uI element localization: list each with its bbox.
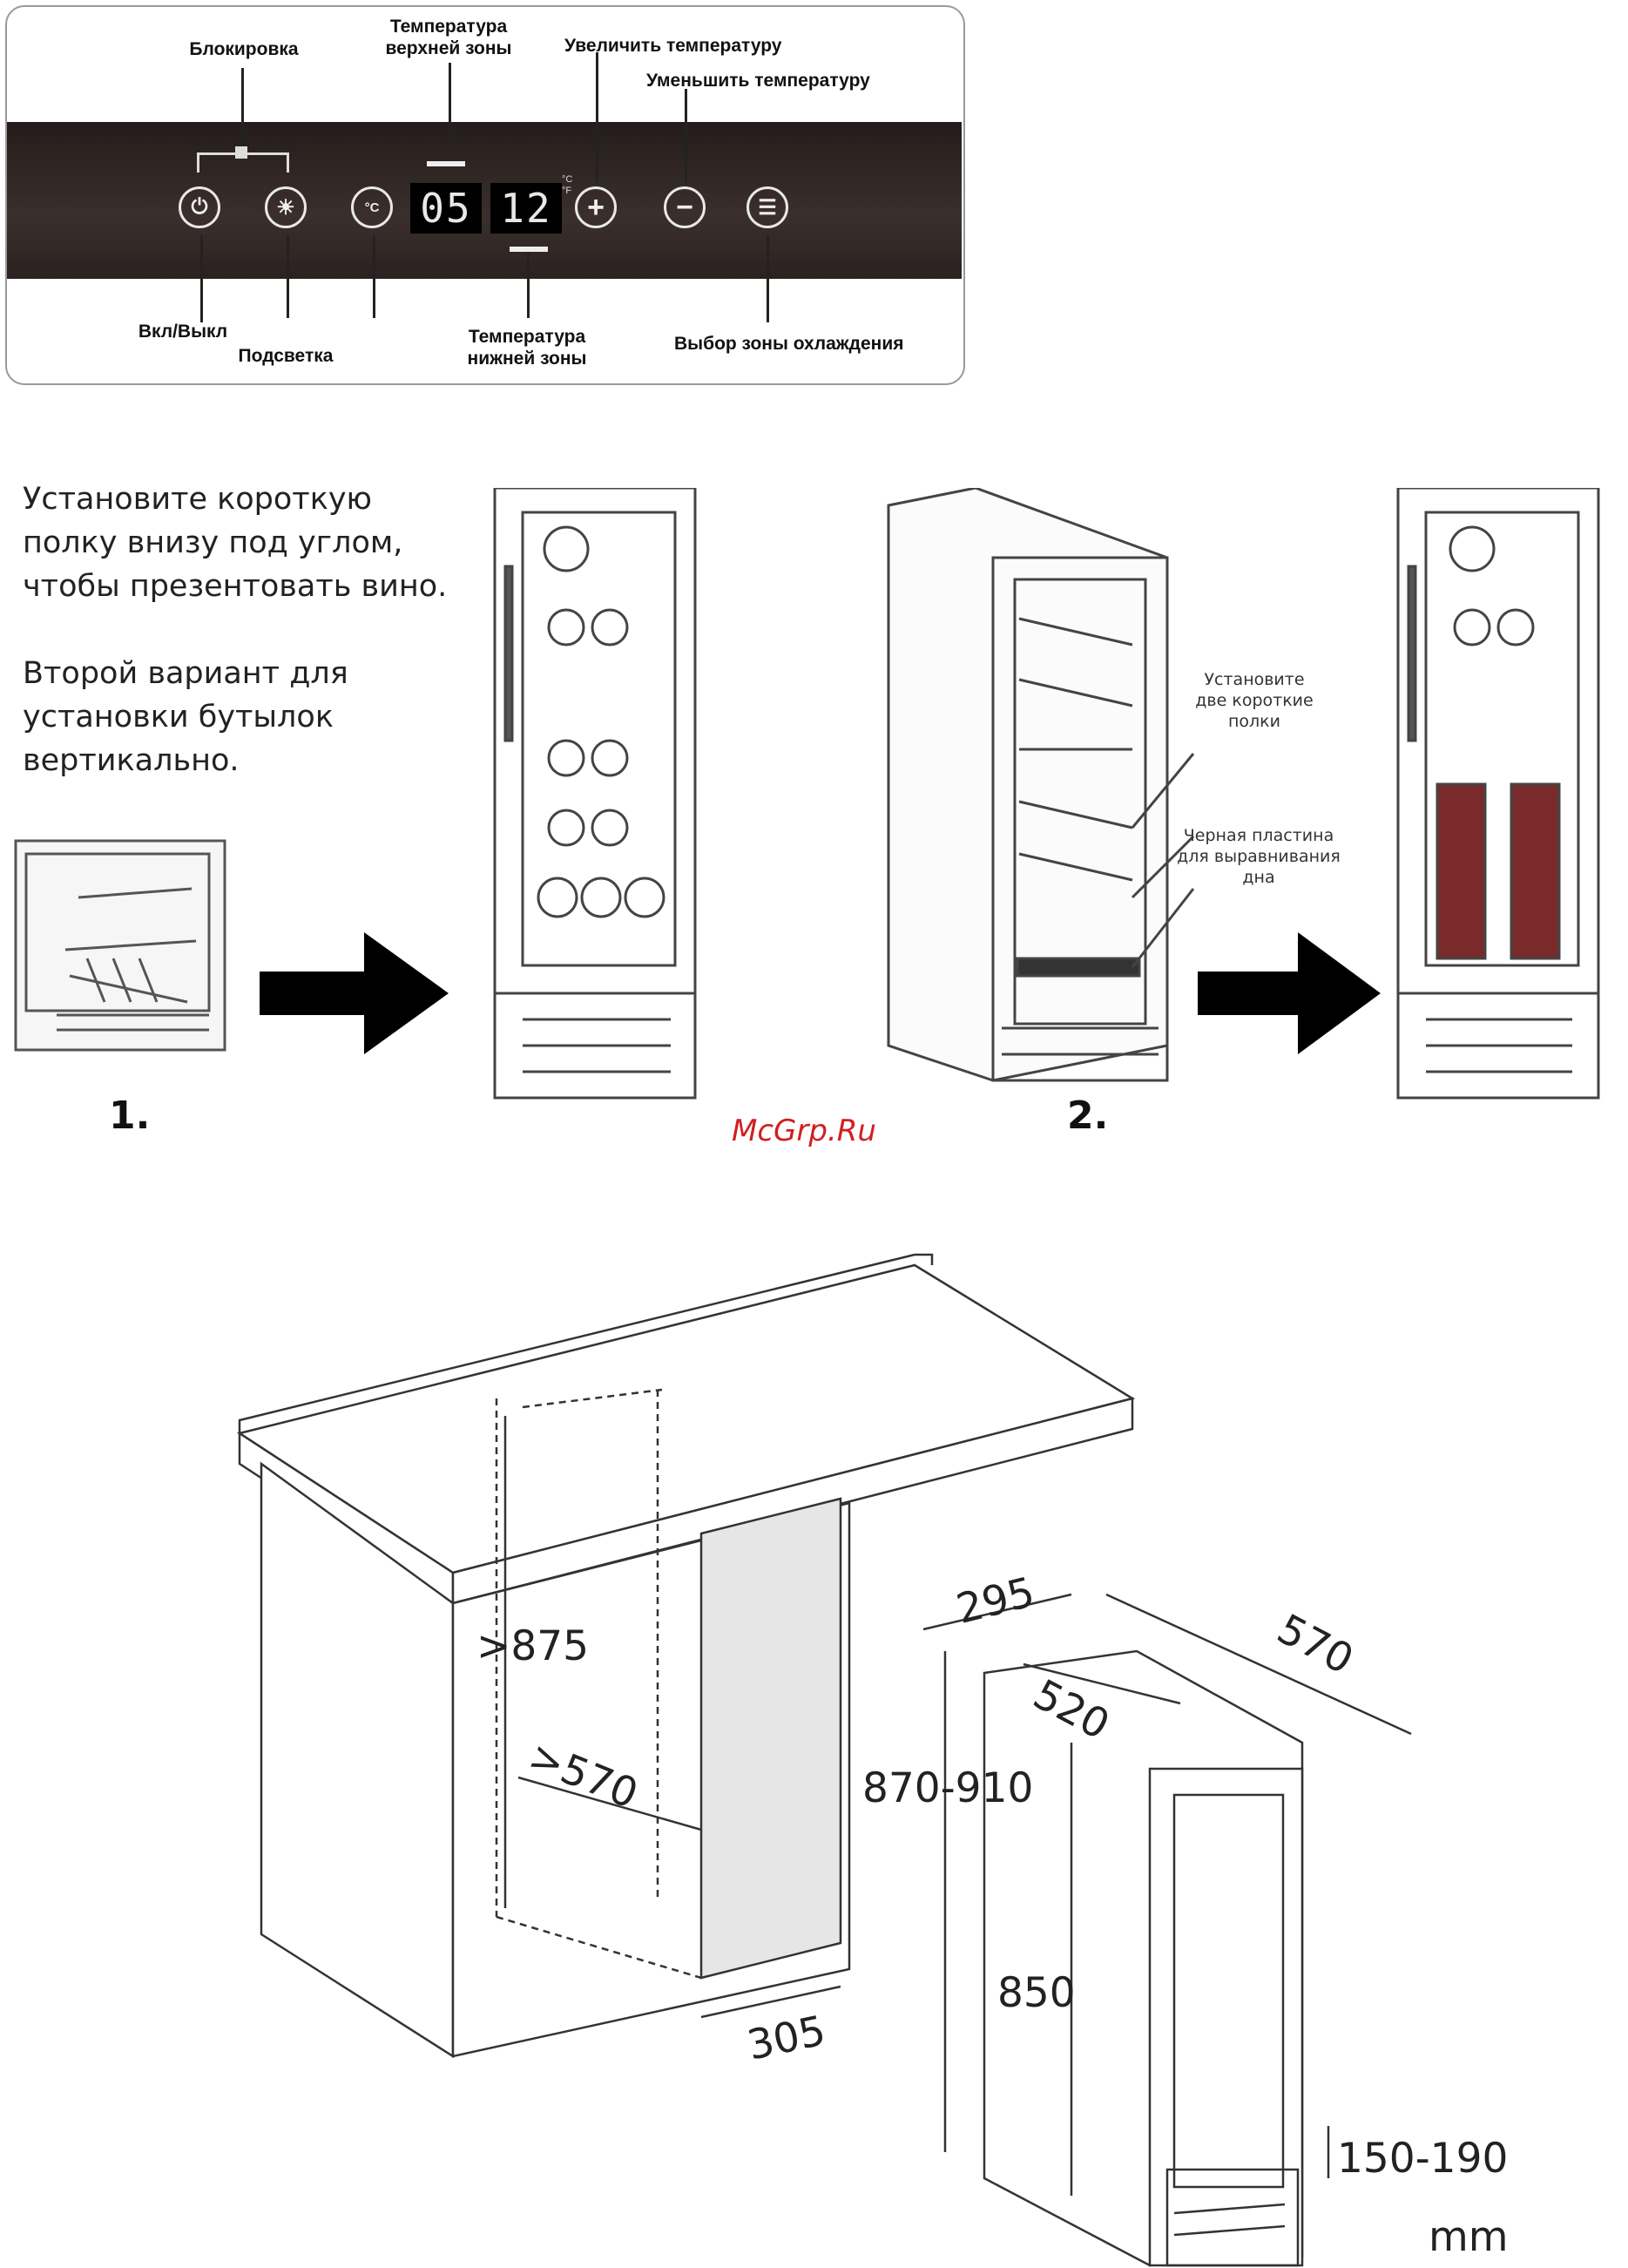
unit-toggle-button[interactable]: °C [351, 186, 393, 228]
fridge-interior-illustration [14, 839, 226, 1052]
dim-total-height: 870-910 [862, 1764, 1034, 1812]
instruction-text-2: Второй вариант для установки бутылок вер… [23, 656, 348, 778]
leader-line-unit [373, 235, 375, 318]
label-light: Подсветка [238, 346, 334, 366]
label-power: Вкл/Выкл [138, 322, 228, 342]
leader-line-power [200, 235, 203, 322]
leader-line-lock [241, 68, 244, 155]
dim-body-height: 850 [997, 1969, 1076, 2017]
niche [699, 1497, 842, 1980]
label-lock: Блокировка [189, 39, 299, 59]
dim-plinth-height: 150-190 [1337, 2135, 1509, 2183]
zone-icon: ☰ [758, 195, 777, 220]
leader-line-upper [449, 63, 451, 139]
plus-icon: + [587, 190, 605, 224]
leader-line-zone [767, 235, 769, 322]
fridge-front-1 [493, 488, 697, 1100]
power-icon: ⏻ [191, 195, 208, 219]
light-button[interactable]: ☀ [265, 186, 307, 228]
unit-marks: °C °F [562, 174, 573, 196]
fridge-front-2 [1396, 488, 1600, 1100]
label-zone-select: Выбор зоны охлаждения [674, 334, 904, 354]
minus-icon: − [676, 190, 693, 224]
watermark-text: McGrp.Ru [732, 1114, 876, 1148]
dim-niche-height: >875 [476, 1622, 590, 1670]
label-increase: Увеличить температуру [564, 36, 782, 56]
leader-line-increase [596, 52, 598, 183]
decrease-button[interactable]: − [664, 186, 706, 228]
note-shelves: Установите две короткие полки [1195, 670, 1314, 731]
leader-line-lower [527, 253, 530, 318]
zone-select-button[interactable]: ☰ [746, 186, 788, 228]
dim-unit-label: mm [1429, 2213, 1509, 2261]
shelf-illustrations [14, 488, 1600, 1100]
label-upper-temp: Температура верхней зоны [385, 17, 512, 58]
leader-line-decrease [685, 89, 687, 183]
note-plate: Черная пластина для выравнивания дна [1177, 826, 1341, 887]
installation-dimension-drawing [236, 1253, 1412, 2267]
lower-temp-display: 12 [490, 183, 562, 234]
instruction-text-1: Установите короткую полку внизу под угло… [23, 482, 448, 604]
arrow-right-icon [260, 932, 449, 1054]
arrow-right-icon [1198, 932, 1381, 1054]
label-decrease: Уменьшить температуру [646, 71, 870, 91]
lower-zone-indicator-icon [510, 247, 548, 252]
fridge-3d-illustration [887, 488, 1195, 1082]
step-number-1: 1. [109, 1093, 151, 1138]
power-button[interactable]: ⏻ [179, 186, 220, 228]
control-panel-strip [7, 122, 962, 279]
temperature-unit-icon: °C [364, 200, 380, 215]
lock-icon [235, 146, 247, 159]
upper-temp-display: 05 [410, 183, 482, 234]
leader-line-light [287, 235, 289, 318]
upper-zone-indicator-icon [427, 161, 465, 166]
light-icon: ☀ [276, 195, 295, 220]
step-number-2: 2. [1067, 1093, 1109, 1138]
increase-button[interactable]: + [575, 186, 617, 228]
label-lower-temp: Температура нижней зоны [467, 327, 587, 369]
